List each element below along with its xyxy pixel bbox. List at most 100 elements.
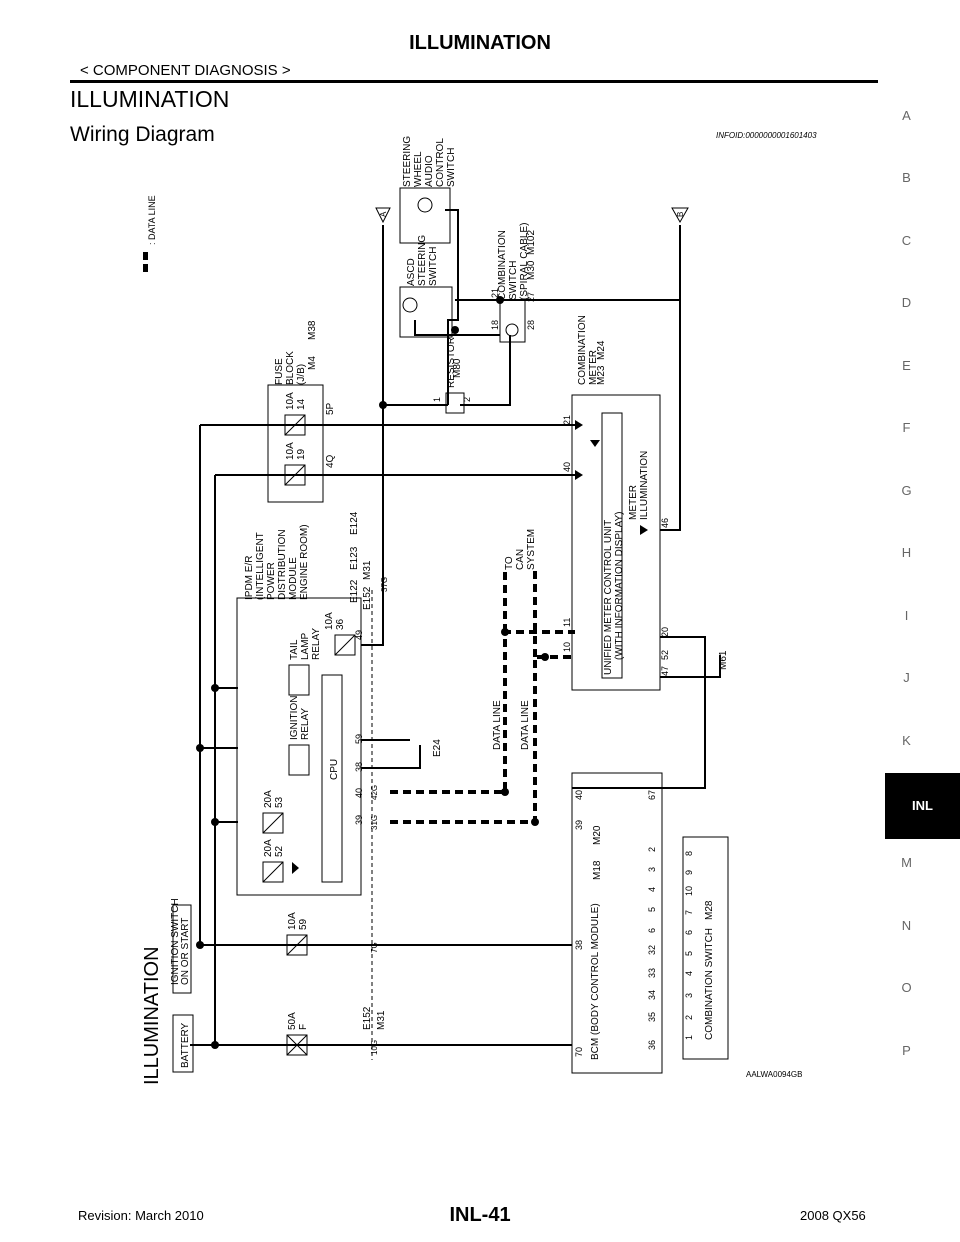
fuse-block-label-1: FUSE — [274, 358, 285, 385]
marker-a: A — [379, 211, 388, 217]
ipdm-pin-40: 40 — [354, 788, 364, 798]
tail-relay-label-2: LAMP — [300, 632, 311, 660]
side-index-m[interactable]: M — [901, 855, 912, 870]
bcm-label: BCM (BODY CONTROL MODULE) — [590, 903, 601, 1060]
bcm-pin-6: 6 — [647, 928, 657, 933]
connector-m102: M102 — [526, 230, 537, 255]
connector-e24: E24 — [432, 739, 443, 757]
bcm-pin-4: 4 — [647, 887, 657, 892]
side-index-g[interactable]: G — [901, 483, 912, 498]
side-index-i[interactable]: I — [904, 608, 909, 623]
bcm-pin-32: 32 — [647, 945, 657, 955]
cpu-label: CPU — [329, 759, 340, 780]
bcm-pin-67: 67 — [647, 790, 657, 800]
spiral-pin-21: 21 — [490, 288, 500, 298]
spiral-pin-27: 27 — [526, 292, 536, 302]
footer-page-number: INL-41 — [449, 1204, 511, 1226]
data-line-label-1: DATA LINE — [492, 700, 503, 750]
main-heading: ILLUMINATION — [70, 86, 230, 112]
diagram-title: ILLUMINATION — [141, 946, 163, 1085]
sub-heading: Wiring Diagram — [70, 123, 215, 146]
fuse-10a-19: 10A — [285, 442, 296, 460]
meter-label-2: METER — [588, 350, 599, 385]
wiring-diagram: ILLUMINATION BATTERY IGNITION SWITCH ON … — [141, 136, 729, 1085]
ascd-label-1: ASCD — [406, 258, 417, 286]
connector-m28: M28 — [704, 900, 715, 920]
bcm-pin-35: 35 — [647, 1012, 657, 1022]
fuse-10a-14: 10A — [285, 392, 296, 410]
meter-label-1: COMBINATION — [577, 315, 588, 385]
bcm-pin-2: 2 — [647, 847, 657, 852]
ignition-relay-label-2: RELAY — [300, 708, 311, 740]
comb-switch-pin-7: 7 — [684, 910, 694, 915]
ipdm-label-3: POWER — [266, 562, 277, 600]
ipdm-pin-59: 59 — [354, 734, 364, 744]
fuse-50a-id: F — [298, 1024, 309, 1030]
side-index-p[interactable]: P — [902, 1043, 911, 1058]
bcm-pin-38: 38 — [574, 940, 584, 950]
connector-m24: M24 — [596, 340, 607, 360]
meter-pin-21: 21 — [562, 415, 572, 425]
fuse-block-label-2: BLOCK — [285, 351, 296, 385]
spiral-pin-28: 28 — [526, 320, 536, 330]
connector-m31-a: M31 — [376, 1010, 387, 1030]
comb-switch-pin-4: 4 — [684, 971, 694, 976]
connector-7g: 7G — [370, 942, 379, 953]
ipdm-label-4: DISTRIBUTION — [277, 529, 288, 600]
bcm-pin-34: 34 — [647, 990, 657, 1000]
resistor-pin-2: 2 — [462, 397, 472, 402]
footer-revision: Revision: March 2010 — [78, 1208, 204, 1223]
spiral-pin-18: 18 — [490, 320, 500, 330]
comb-switch-pin-1: 1 — [684, 1035, 694, 1040]
comb-switch-pin-5: 5 — [684, 951, 694, 956]
fuse-10a-19-id: 19 — [296, 448, 307, 460]
side-index-b[interactable]: B — [902, 170, 911, 185]
bcm-pin-3: 3 — [647, 867, 657, 872]
side-index-h[interactable]: H — [901, 545, 912, 560]
meter-unit-label-2: (WITH INFORMATION DISPLAY) — [614, 511, 625, 660]
audio-label-3: AUDIO — [424, 155, 435, 187]
ipdm-pin-39: 39 — [354, 815, 364, 825]
side-index-d[interactable]: D — [901, 295, 912, 310]
page-title: ILLUMINATION — [409, 32, 551, 54]
side-index-k[interactable]: K — [902, 733, 911, 748]
connector-m31-b: M31 — [362, 560, 373, 580]
fuse-10a-14-id: 14 — [296, 398, 307, 410]
spiral-label-3: (SPIRAL CABLE) — [519, 223, 530, 300]
spiral-label-1: COMBINATION — [497, 230, 508, 300]
fuse-10a-36-id: 36 — [335, 618, 346, 630]
audio-label-5: SWITCH — [446, 148, 457, 187]
side-index-a[interactable]: A — [902, 108, 911, 123]
ipdm-pin-49: 49 — [354, 630, 364, 640]
legend-label: : DATA LINE — [147, 195, 157, 245]
side-index-c[interactable]: C — [901, 233, 912, 248]
connector-m38: M38 — [307, 320, 318, 340]
battery-label: BATTERY — [180, 1022, 191, 1068]
ascd-label-2: STEERING — [417, 235, 428, 286]
meter-pin-52: 52 — [660, 650, 670, 660]
meter-illum-label-1: METER — [628, 485, 639, 520]
side-index-f[interactable]: F — [902, 420, 911, 435]
audio-label-4: CONTROL — [435, 138, 446, 187]
comb-switch-label: COMBINATION SWITCH — [704, 928, 715, 1040]
connector-10g: 10G — [370, 1040, 379, 1055]
spiral-label-2: SWITCH — [508, 261, 519, 300]
side-index-inl-active[interactable]: INL — [885, 773, 960, 839]
ipdm-label-2: (INTELLIGENT — [255, 532, 266, 600]
connector-m80: M80 — [452, 358, 463, 378]
bcm-pin-5: 5 — [647, 907, 657, 912]
side-index-e[interactable]: E — [902, 358, 911, 373]
fuse-10a-59: 10A — [287, 912, 298, 930]
fuse-10a-59-id: 59 — [298, 918, 309, 930]
connector-e152-a: E152 — [362, 1006, 373, 1030]
meter-pin-11: 11 — [562, 618, 572, 627]
can-label-2: CAN — [515, 549, 526, 570]
connector-m20: M20 — [592, 825, 603, 845]
side-index-j[interactable]: J — [903, 670, 910, 685]
side-index-n[interactable]: N — [901, 918, 912, 933]
connector-m18: M18 — [592, 860, 603, 880]
ignition-relay-label-1: IGNITION — [289, 696, 300, 740]
meter-illum-label-2: ILLUMINATION — [639, 451, 650, 520]
meter-pin-47: 47 — [660, 666, 670, 676]
side-index-o[interactable]: O — [901, 980, 912, 995]
